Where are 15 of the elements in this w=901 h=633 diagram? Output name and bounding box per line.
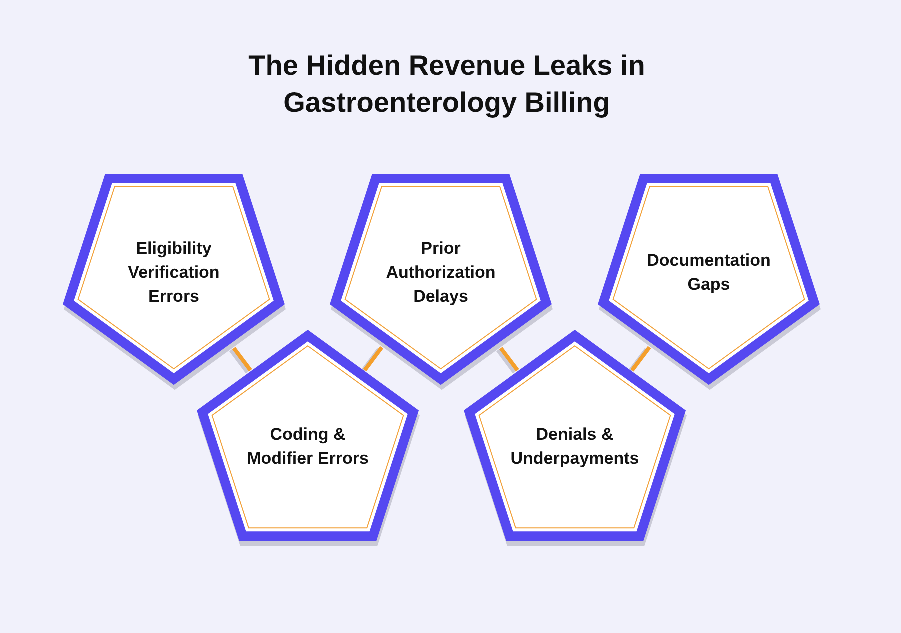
pentagon-node bbox=[63, 174, 286, 390]
connector-line bbox=[363, 346, 384, 372]
diagram-title: The Hidden Revenue Leaks in Gastroenterology Billing bbox=[248, 49, 646, 120]
pentagon-node bbox=[598, 174, 821, 390]
node-label: Documentation Gaps bbox=[646, 250, 772, 296]
node-label: Denials & Underpayments bbox=[510, 424, 640, 470]
pentagon-node bbox=[197, 330, 420, 546]
connector-line bbox=[630, 346, 652, 372]
connector-line bbox=[232, 347, 252, 372]
node-label: Prior Authorization Delays bbox=[385, 238, 497, 308]
node-label: Coding & Modifier Errors bbox=[246, 424, 370, 470]
connector-line bbox=[499, 347, 520, 372]
pentagon-node bbox=[330, 174, 553, 390]
node-label: Eligibility Verification Errors bbox=[127, 238, 221, 308]
pentagon-node bbox=[464, 330, 687, 546]
